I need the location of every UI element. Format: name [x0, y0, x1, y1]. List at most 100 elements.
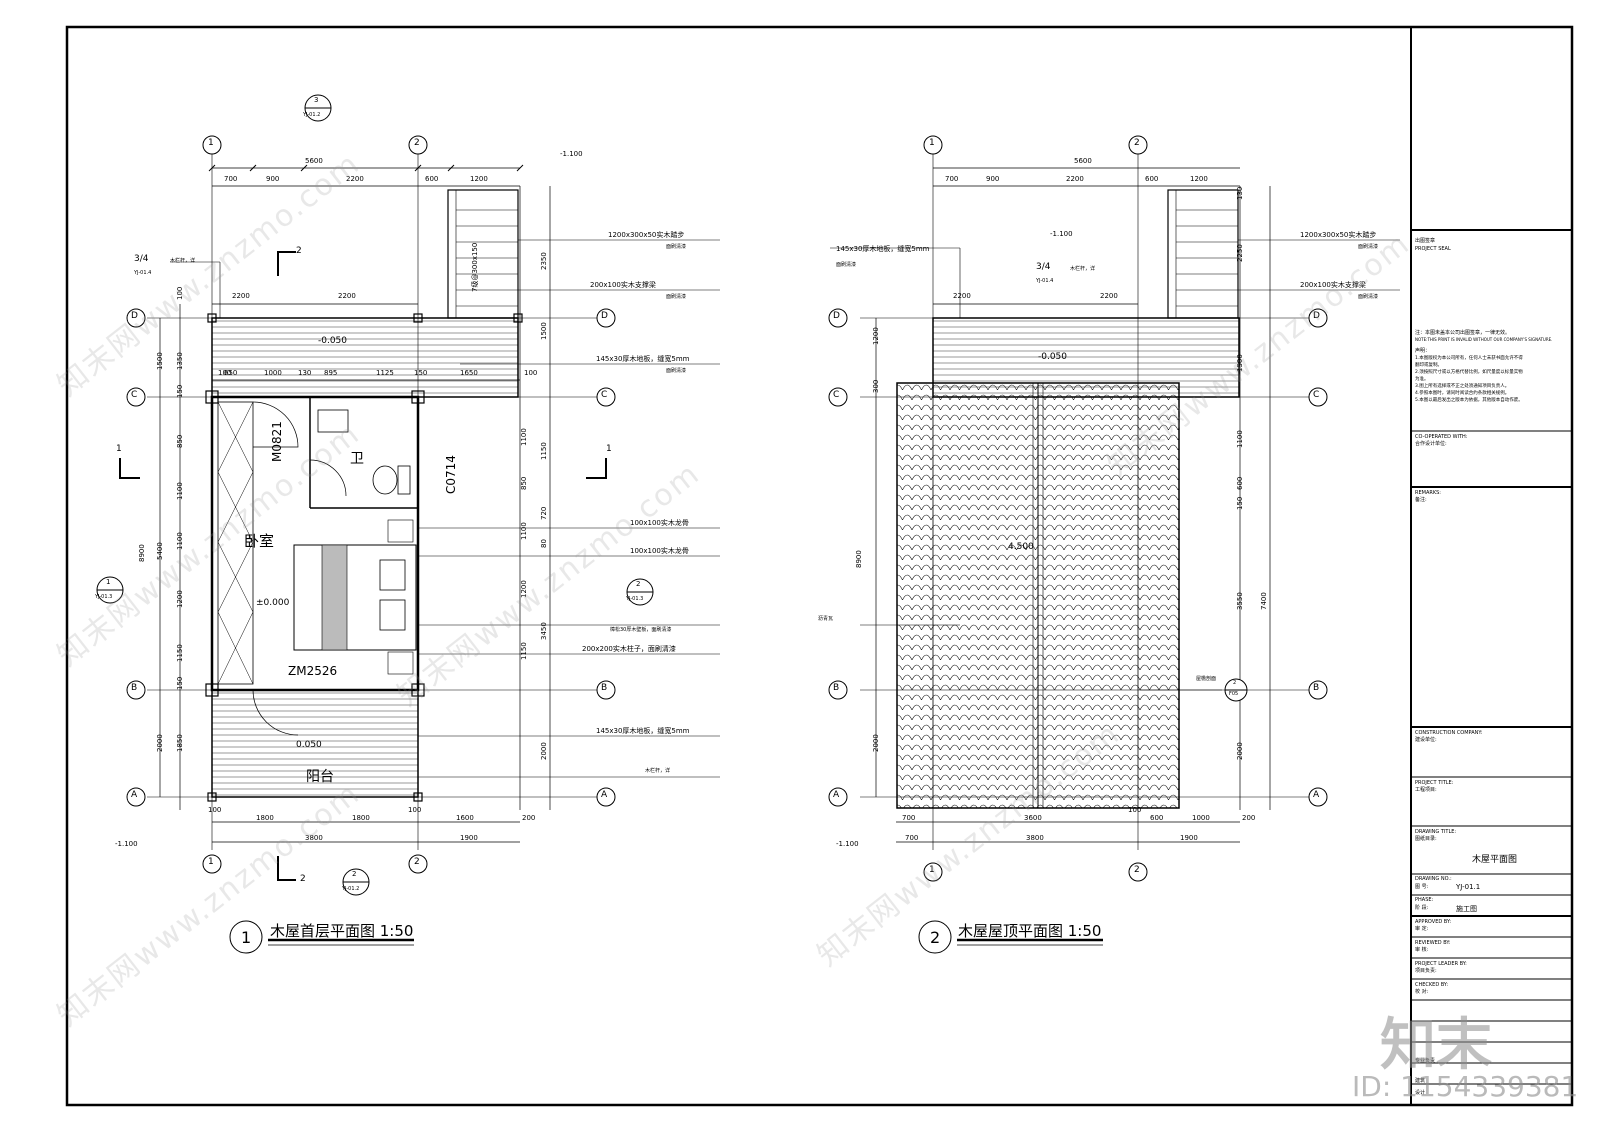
r-axis-b-right: B	[1313, 683, 1320, 693]
r-rdim-5: 150	[1236, 496, 1244, 510]
r-railing-note: 木栏杆，详	[1070, 266, 1096, 272]
door-zm2526: ZM2526	[288, 664, 338, 678]
r-dim-total: 5600	[1074, 157, 1092, 165]
r-dim-2200: 2200	[1066, 175, 1084, 183]
rdim-12: 1100	[520, 428, 528, 446]
tb-drawing-name: 木屋平面图	[1472, 855, 1518, 865]
tb-note-title: 注：本图未盖本公司出图签章，一律无效。	[1415, 330, 1511, 336]
r-dim-1200: 1200	[1190, 175, 1208, 183]
rdim-7: 2350	[540, 252, 548, 270]
dim-r3-1: 650	[224, 369, 238, 377]
dim-b-3: 100	[408, 806, 422, 814]
r-ref-railing-sheet: YJ-01.4	[1036, 278, 1054, 284]
room-bedroom: 卧室	[244, 532, 275, 550]
rdim-16: 1150	[520, 642, 528, 660]
tb-cooperated-en: CO-OPERATED WITH:	[1415, 434, 1468, 440]
r-callout-2: 1200x300x50实木踏步	[1300, 231, 1377, 239]
ldim-4: 850	[176, 434, 184, 448]
ref-top-sheet: YJ-01.2	[303, 112, 321, 118]
ref-bottom-sheet: YJ-01.2	[342, 886, 360, 892]
rdim-6: 2000	[540, 742, 548, 760]
ldim-11: 2000	[156, 734, 164, 752]
ref-railing-sheet: YJ-01.4	[134, 270, 152, 276]
callout-0: 1200x300x50实木踏步	[608, 231, 685, 239]
drawing-2-title: 木屋屋顶平面图 1:50	[958, 922, 1102, 940]
r-dim-900: 900	[986, 175, 1000, 183]
dim-b-1: 1800	[256, 814, 274, 822]
r-ldim-0: 1200	[872, 327, 880, 345]
r-rdim-4: 600	[1236, 476, 1244, 490]
cut-1-right: 1	[606, 444, 612, 454]
tb-project-title-en: PROJECT TITLE:	[1415, 780, 1454, 786]
callout-7: 100x100实木龙骨	[630, 547, 689, 555]
tb-statement-6: 4.参照本图时，请同时阅读合约条款相关规例。	[1415, 391, 1510, 396]
title-block-grid	[1411, 229, 1572, 1085]
rdim-1: 1500	[540, 322, 548, 340]
ldim-5: 1100	[176, 482, 184, 500]
r-axis-d-left: D	[833, 311, 840, 321]
tb-remarks: 备注:	[1415, 497, 1427, 503]
tb-drawing-no-label: 图 号:	[1415, 884, 1429, 890]
callout-3: 面刷清漆	[666, 294, 687, 300]
tb-leader: 项目负责:	[1415, 968, 1437, 974]
r-callout-3: 面刷清漆	[1358, 244, 1379, 250]
r-rdim-0: 130	[1236, 186, 1244, 200]
axis-a-left: A	[131, 790, 138, 800]
r-rdim-1: 2250	[1236, 244, 1244, 262]
tb-checked-en: CHECKED BY:	[1415, 982, 1449, 988]
tb-drawing-title: 图纸目录:	[1415, 836, 1437, 842]
r-rdim-3: 1100	[1236, 430, 1244, 448]
level-floor: ±0.000	[256, 598, 290, 608]
dim-r3-6: 150	[414, 369, 428, 377]
tb-reviewed-en: REVIEWED BY:	[1415, 940, 1451, 946]
cut-1-left: 1	[116, 444, 122, 454]
ldim-7: 1200	[176, 590, 184, 608]
tb-seal-label: 出图签章	[1415, 238, 1436, 244]
rdim-14: 1100	[520, 522, 528, 540]
tb-project-title: 工程项目:	[1415, 787, 1437, 793]
tb-construction-en: CONSTRUCTION COMPANY:	[1415, 730, 1483, 736]
ref-right-sheet: YJ-01.3	[626, 596, 644, 602]
watermark-id: ID: 1154339381	[1352, 1070, 1579, 1103]
dim-700: 700	[224, 175, 238, 183]
r-eave-ref-num: 2	[1233, 680, 1237, 686]
r-axis-c-left: C	[833, 390, 840, 400]
r-axis-2-bottom: 2	[1134, 865, 1140, 875]
r-axis-a-left: A	[833, 790, 840, 800]
r-level-deck: -0.050	[1038, 352, 1068, 362]
r-eave-ref-sheet: F05	[1229, 691, 1239, 697]
rdim-5: 3450	[540, 622, 548, 640]
dim-b-2: 1800	[352, 814, 370, 822]
r-dim-row2-a: 2200	[953, 292, 971, 300]
tb-approved: 审 定:	[1415, 926, 1429, 932]
tb-remarks-en: REMARKS:	[1415, 490, 1441, 496]
axis-d-right: D	[601, 311, 608, 321]
tb-phase-label: 阶 段:	[1415, 905, 1429, 911]
tb-reviewed: 审 核:	[1415, 947, 1429, 953]
r-callout-0: 145x30厚木地板，缝宽5mm	[836, 245, 930, 253]
dim-r3-0: 100	[218, 369, 232, 377]
r-ref-railing-num: 3/4	[1036, 262, 1051, 272]
callout-2: 200x100实木支撑梁	[590, 281, 656, 289]
ref-left-sheet: YJ-01.3	[95, 594, 113, 600]
r-callout-4: 200x100实木支撑梁	[1300, 281, 1366, 289]
r-axis-a-right: A	[1313, 790, 1320, 800]
r-rdim-6: 3550	[1236, 592, 1244, 610]
r-axis-2-top: 2	[1134, 138, 1140, 148]
r-axis-c-right: C	[1313, 390, 1320, 400]
dim-r3-8: 100	[524, 369, 538, 377]
r-dim-b-5: 200	[1242, 814, 1256, 822]
rdim-13: 850	[520, 476, 528, 490]
r-roof-level: 4.500	[1008, 542, 1034, 552]
r-eave-label: 屋檐剖面	[1196, 676, 1217, 682]
ldim-8: 1150	[176, 644, 184, 662]
r-callout-1: 面刷清漆	[836, 262, 857, 268]
ldim-13: 5400	[156, 542, 164, 560]
door-m0821: M0821	[270, 421, 284, 462]
tb-seal-label-en: PROJECT SEAL	[1415, 246, 1451, 252]
ref-right-num: 2	[636, 580, 641, 588]
dim-600: 600	[425, 175, 439, 183]
r-ldim-2: 8900	[855, 550, 863, 568]
window-c0714: C0714	[444, 455, 458, 494]
dim-b-7: 1900	[460, 834, 478, 842]
